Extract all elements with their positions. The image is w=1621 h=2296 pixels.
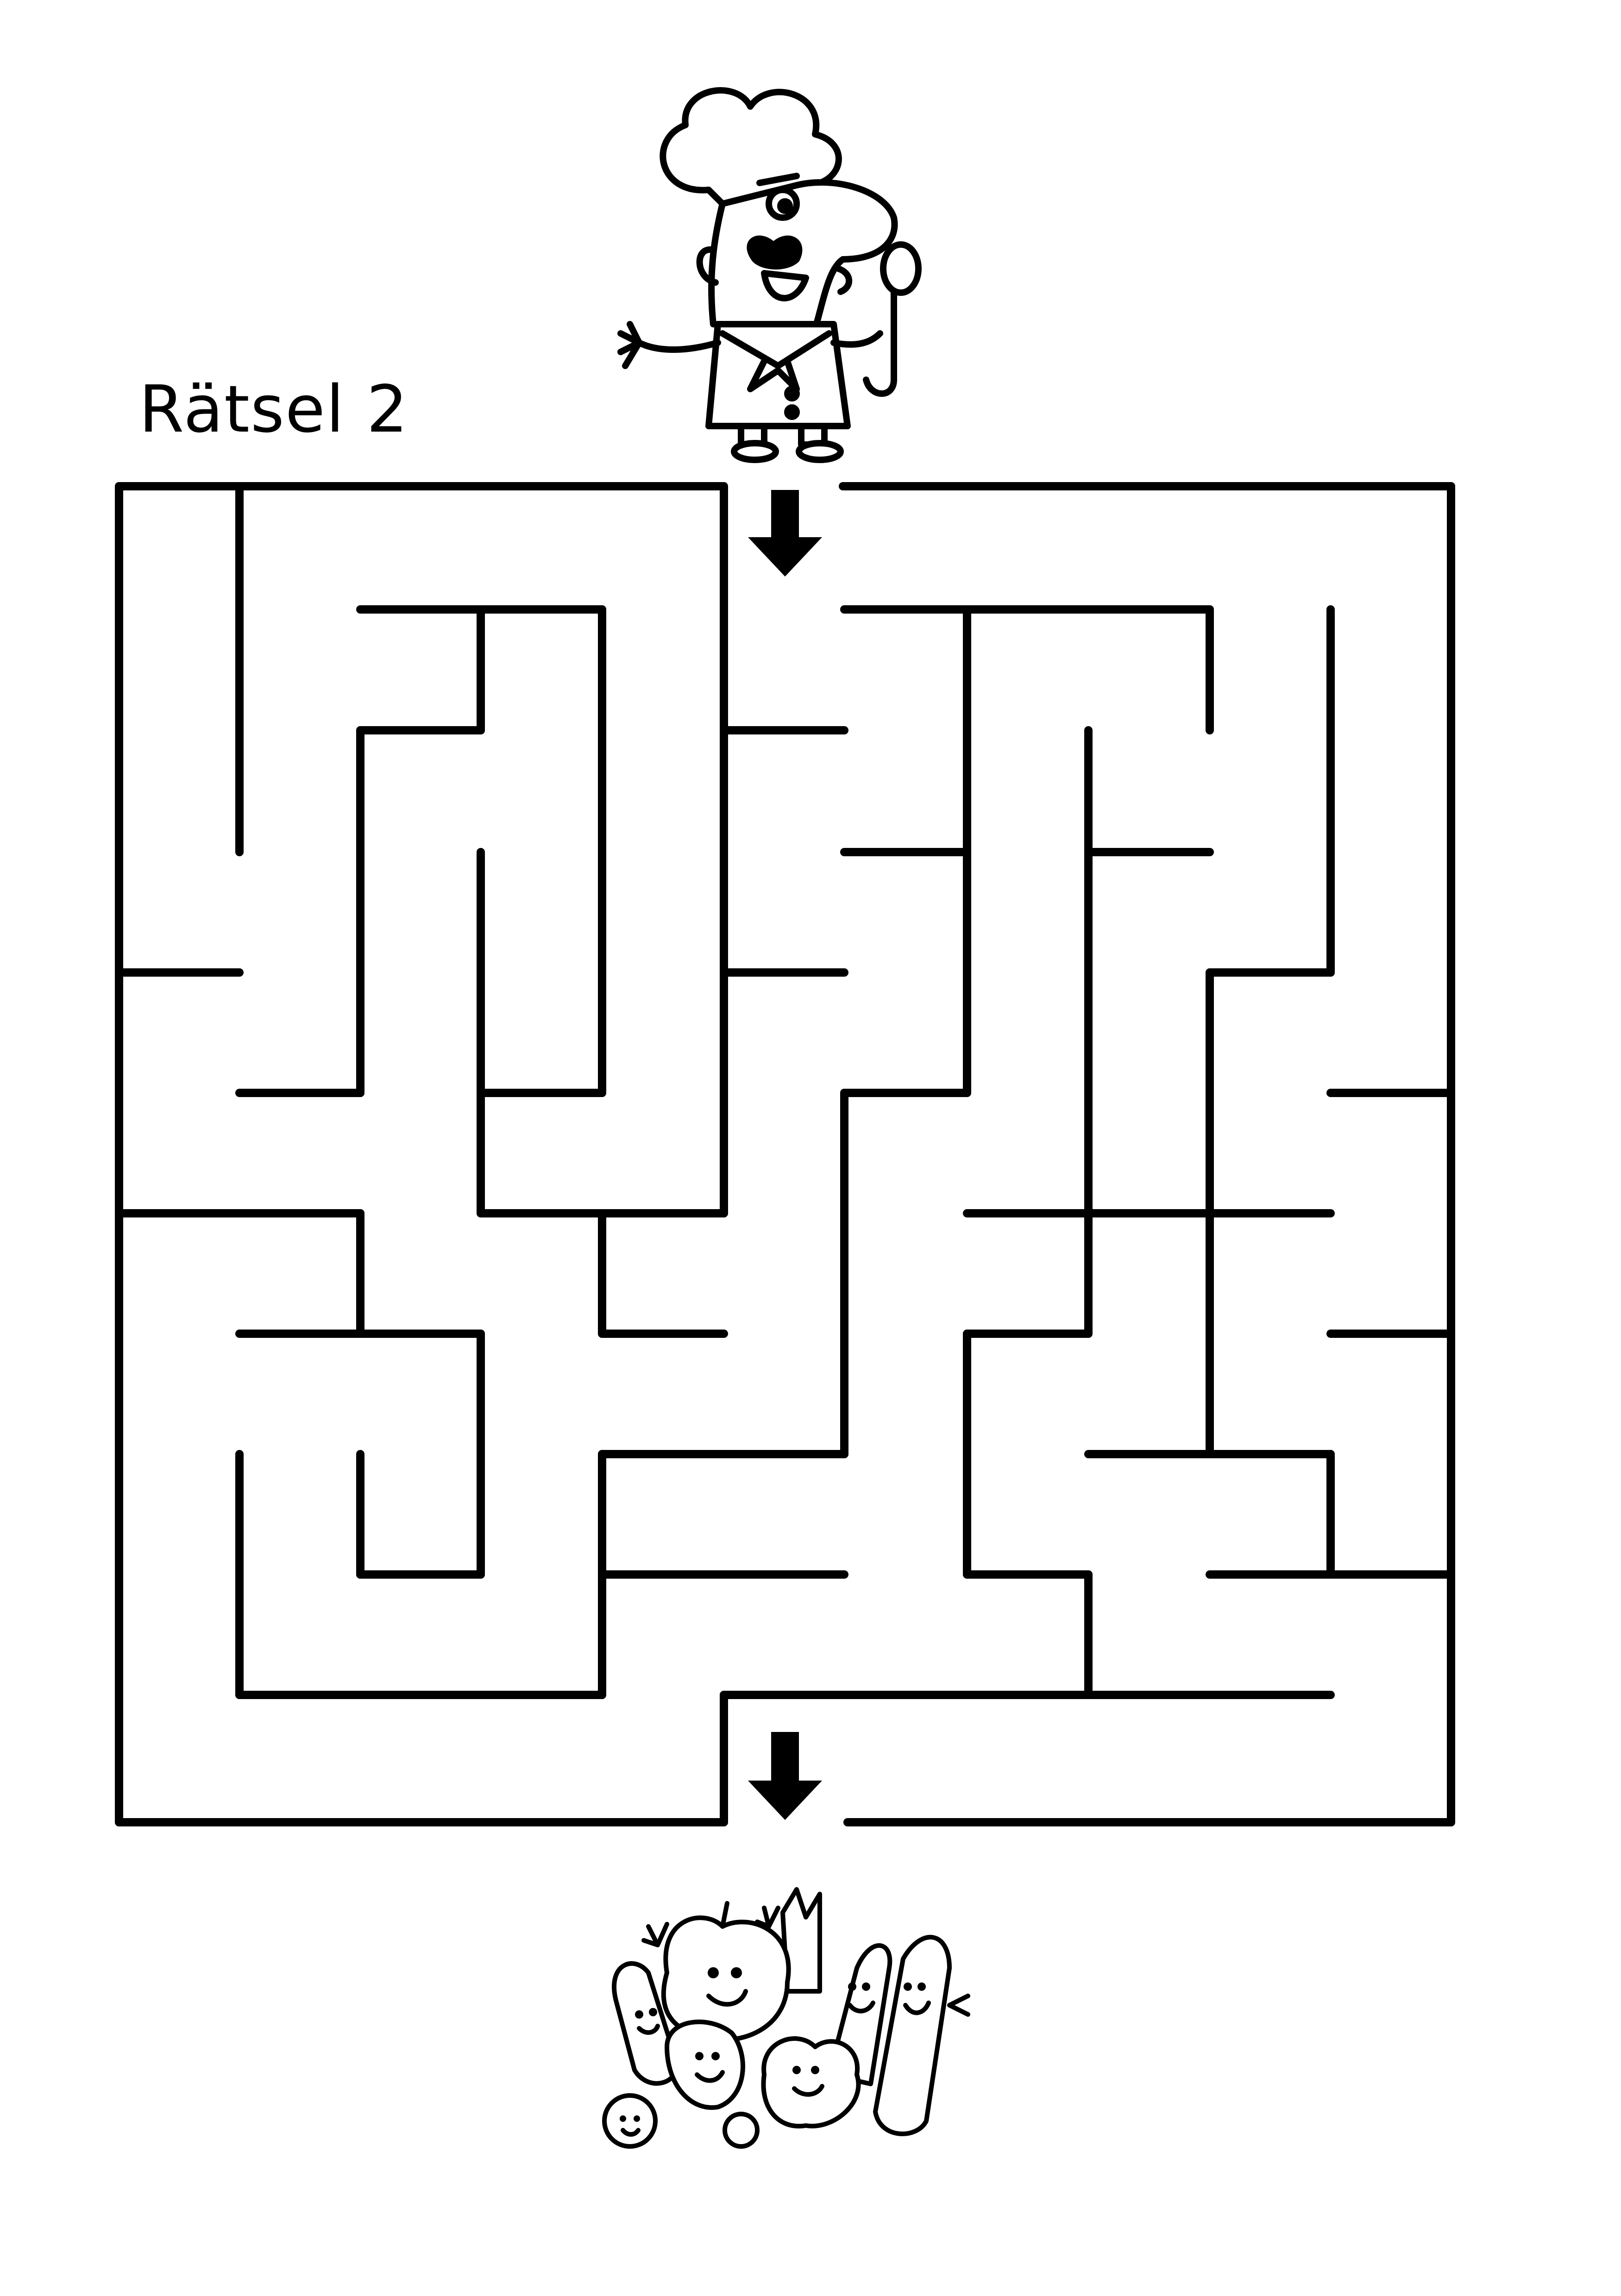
vegetables-group-icon	[602, 1887, 970, 2149]
entry-arrow-icon	[748, 490, 822, 577]
chef-character-icon	[617, 87, 922, 463]
page-title: Rätsel 2	[139, 372, 409, 447]
exit-arrow-icon	[748, 1732, 822, 1820]
maze-walls	[115, 482, 1455, 1826]
